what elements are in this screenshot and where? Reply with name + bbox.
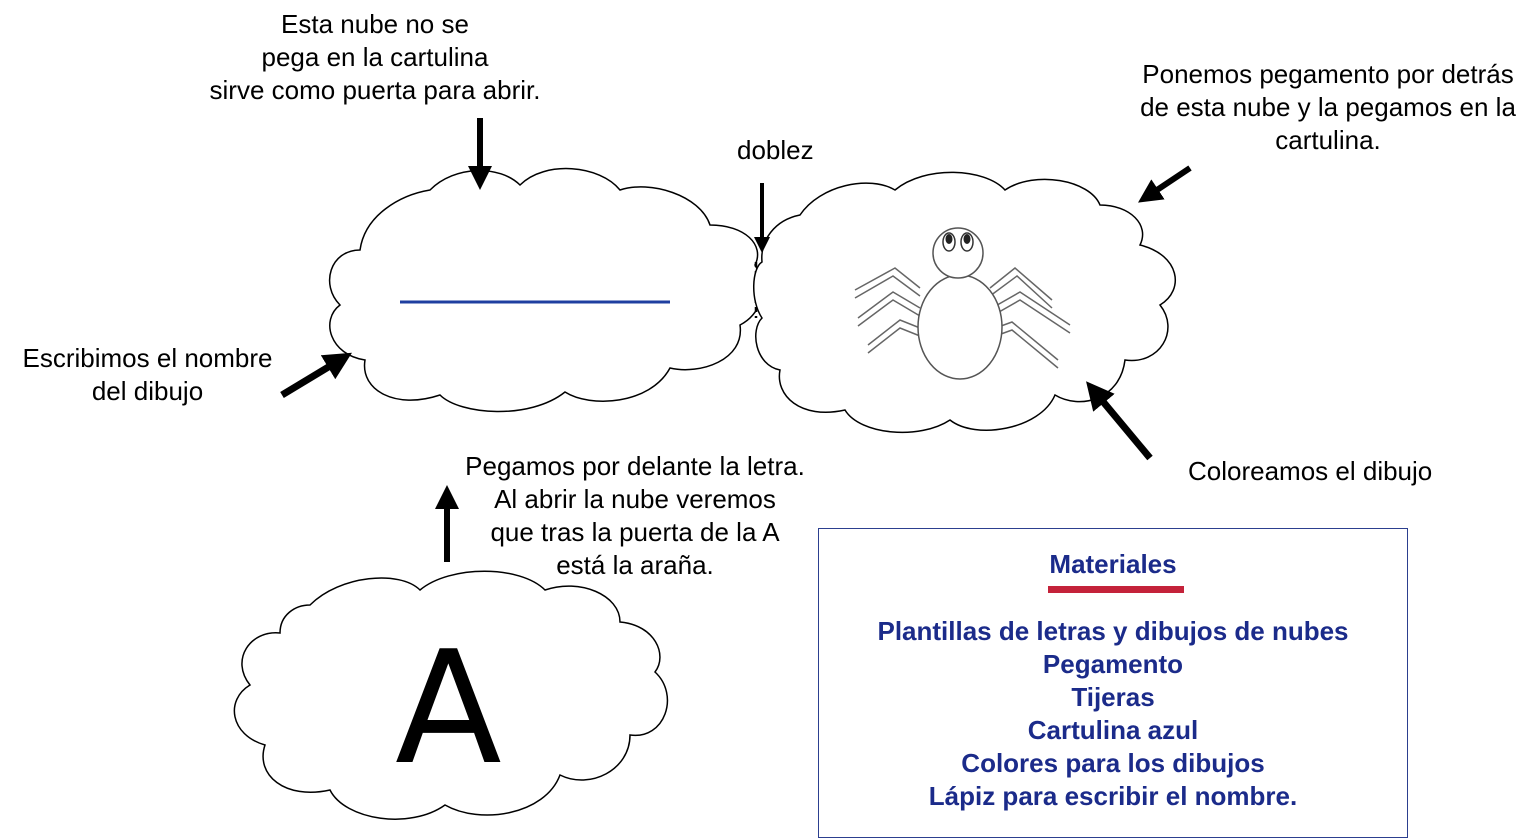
note-front-line-4: está la araña.: [556, 550, 714, 580]
arrow-to-name-line: [280, 352, 352, 398]
note-write-line-1: Escribimos el nombre: [22, 343, 273, 373]
materials-item: Colores para los dibujos: [961, 748, 1265, 778]
materials-item: Plantillas de letras y dibujos de nubes: [877, 616, 1349, 646]
note-fold: doblez: [737, 135, 814, 165]
materials-item: Cartulina azul: [1027, 715, 1199, 745]
cloud-letter: A: [395, 617, 502, 799]
note-glue-line-3: cartulina.: [1275, 125, 1381, 155]
arrow-to-right-cloud-edge: [1138, 165, 1192, 203]
note-door-cloud: Esta nube no se pega en la cartulina sir…: [190, 8, 560, 107]
note-door-line-2: pega en la cartulina: [261, 42, 489, 72]
note-write-line-2: del dibujo: [91, 376, 204, 406]
note-front-line-1: Pegamos por delante la letra.: [465, 451, 805, 481]
materials-box: Materiales Plantillas de letras y dibujo…: [818, 528, 1408, 838]
materials-title: Materiales: [1049, 549, 1177, 579]
note-write-name: Escribimos el nombre del dibujo: [10, 342, 285, 408]
note-door-line-1: Esta nube no se: [281, 9, 469, 39]
note-front-line-3: que tras la puerta de la A: [490, 517, 780, 547]
materials-item: Lápiz para escribir el nombre.: [928, 781, 1298, 811]
arrow-to-drawing: [1086, 381, 1153, 461]
note-door-line-3: sirve como puerta para abrir.: [209, 75, 541, 105]
letter-cloud: [233, 570, 669, 820]
materials-list: Plantillas de letras y dibujos de nubes …: [819, 615, 1407, 813]
materials-item: Tijeras: [1071, 682, 1155, 712]
note-glue-line-2: de esta nube y la pegamos en la: [1140, 92, 1516, 122]
door-cloud: [329, 167, 763, 413]
note-color: Coloreamos el dibujo: [1188, 456, 1433, 486]
materials-item: Pegamento: [1042, 649, 1184, 679]
note-glue-line-1: Ponemos pegamento por detrás: [1142, 59, 1514, 89]
note-glue-back: Ponemos pegamento por detrás de esta nub…: [1128, 58, 1528, 157]
note-front-line-2: Al abrir la nube veremos: [494, 484, 776, 514]
spider-drawing: [854, 227, 1071, 380]
materials-title-underline: [1048, 586, 1184, 593]
note-glue-front: Pegamos por delante la letra. Al abrir l…: [465, 450, 805, 582]
